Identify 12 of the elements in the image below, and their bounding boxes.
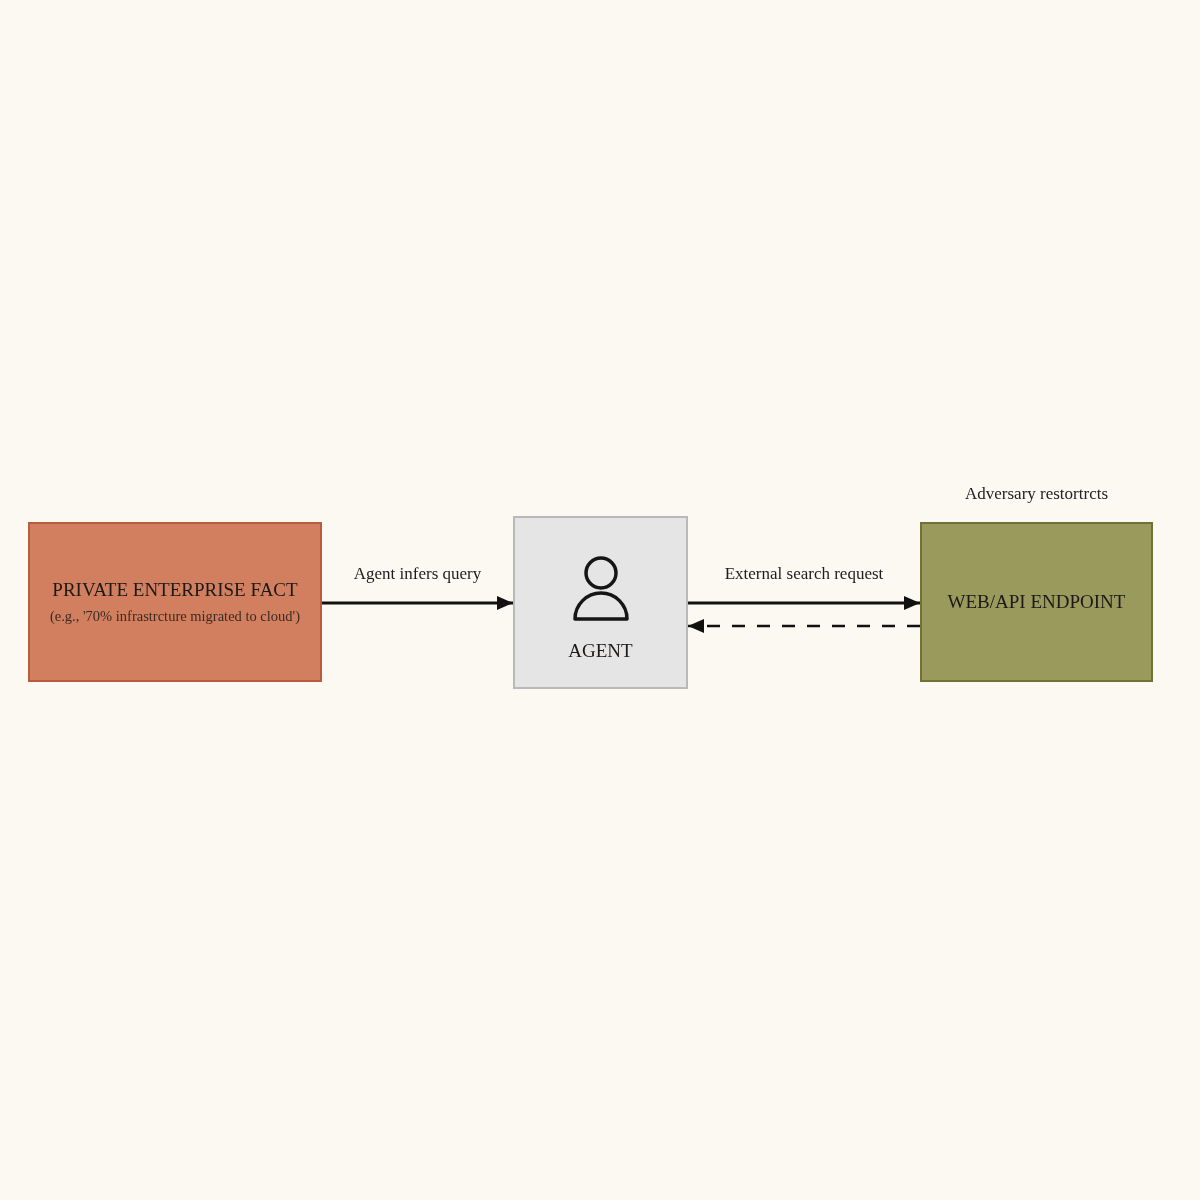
arrow <box>688 596 920 610</box>
box-heading: AGENT <box>568 640 633 662</box>
dashed-arrow <box>688 619 920 633</box>
box-caption: Adversary restortrcts <box>965 484 1108 504</box>
edge-label: Agent infers query <box>350 564 485 584</box>
box-description: (e.g., '70% infrastrcture migrated to cloud') <box>50 607 300 625</box>
box-heading: WEB/API ENDPOINT <box>947 591 1126 613</box>
box-heading: PRIVATE ENTERPRISE FACT <box>52 579 298 601</box>
agent-box <box>513 516 688 689</box>
fact-box <box>28 522 322 682</box>
endpoint-box <box>920 522 1153 682</box>
arrow <box>322 596 513 610</box>
